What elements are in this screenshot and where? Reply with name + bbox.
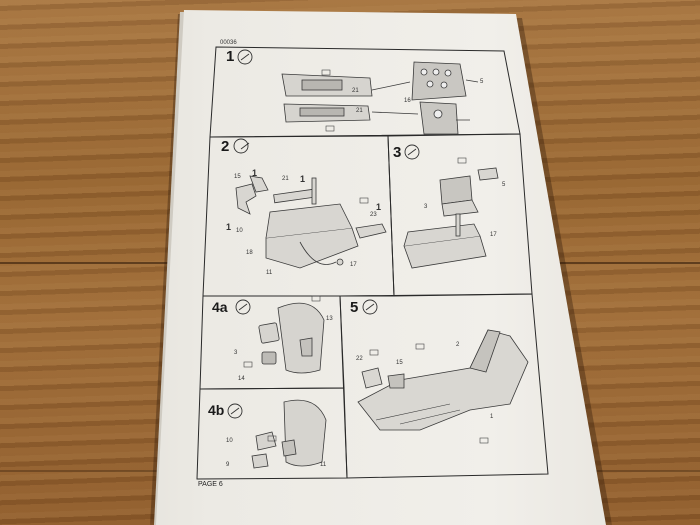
part-callout: 2 xyxy=(456,342,460,348)
step-number-1: 1 xyxy=(226,48,235,65)
part-callout: 21 xyxy=(282,176,289,182)
glue-icon xyxy=(362,299,378,315)
part-callout: 15 xyxy=(396,360,403,366)
page-label: PAGE 6 xyxy=(198,481,223,488)
glue-icon xyxy=(227,403,243,419)
step2-parts xyxy=(235,175,387,269)
glue-icon xyxy=(233,138,249,154)
part-callout: 21 xyxy=(356,108,363,114)
step-number-4a: 4a xyxy=(212,299,228,315)
part-callout: 11 xyxy=(266,270,273,276)
glue-icon xyxy=(237,49,253,65)
glue-icon xyxy=(235,299,251,315)
part-callout: 17 xyxy=(490,232,497,238)
part-callout: 17 xyxy=(350,262,357,268)
part-callout: 11 xyxy=(320,462,327,468)
part-callout: 1 xyxy=(490,414,494,420)
part-callout: 1 xyxy=(376,202,382,212)
step4a-parts xyxy=(258,302,325,374)
step-number-5: 5 xyxy=(350,299,359,316)
part-callout: 14 xyxy=(238,376,245,382)
glue-icon xyxy=(404,144,420,160)
part-callout: 21 xyxy=(352,88,359,94)
part-callout: 1 xyxy=(300,174,306,184)
part-callout: 16 xyxy=(404,98,411,104)
part-callout: 10 xyxy=(236,228,243,234)
part-callout: 5 xyxy=(502,182,506,188)
step1-parts xyxy=(281,61,479,135)
step-number-2: 2 xyxy=(221,138,230,155)
part-callout: 5 xyxy=(480,79,484,85)
step-number-4b: 4b xyxy=(208,402,225,418)
part-callout: 13 xyxy=(326,316,333,322)
part-callout: 18 xyxy=(246,250,253,256)
step5-parts xyxy=(357,329,529,431)
part-callout: 9 xyxy=(226,462,230,468)
part-callout: 3 xyxy=(234,350,238,356)
panel-step-5 xyxy=(339,293,549,479)
part-callout: 1 xyxy=(226,222,232,232)
step4b-parts xyxy=(251,399,327,469)
part-callout: 15 xyxy=(234,174,241,180)
step3-parts xyxy=(403,167,499,269)
part-callout: 22 xyxy=(356,356,363,362)
part-callout: 3 xyxy=(424,204,428,210)
step-number-3: 3 xyxy=(393,144,402,161)
part-callout: 10 xyxy=(226,438,233,444)
sheet-code: 00036 xyxy=(220,40,237,46)
part-callout: 1 xyxy=(252,168,258,178)
part-callout: 23 xyxy=(370,212,377,218)
